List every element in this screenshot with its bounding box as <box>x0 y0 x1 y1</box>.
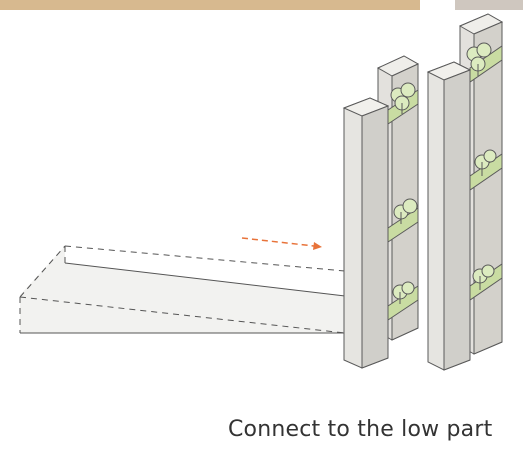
ground-slab <box>20 246 345 333</box>
photo-strip-left <box>0 0 420 10</box>
photo-strip-right <box>455 0 523 10</box>
wall-module-1 <box>344 56 418 368</box>
wall-module-2 <box>428 14 502 370</box>
diagram-caption: Connect to the low part <box>228 417 492 442</box>
right-arrow-icon <box>242 238 322 250</box>
